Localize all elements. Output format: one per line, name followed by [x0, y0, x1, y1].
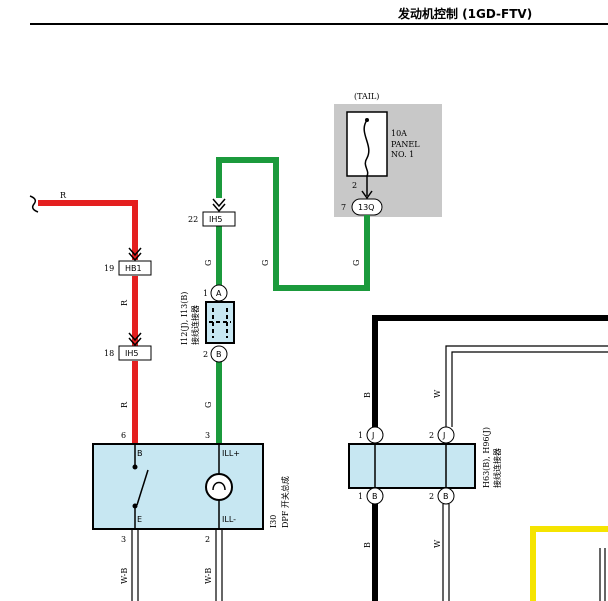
- junction-label-line2: 接线连接器: [190, 305, 200, 345]
- fuse-terminal-top: [365, 118, 369, 122]
- black-wire-label-upper: B: [363, 392, 372, 398]
- wb-label-left: W-B: [120, 568, 129, 584]
- right-junction-label-line1: H63(B), H96(J): [482, 427, 491, 488]
- connector-hb1: HB1 19: [104, 247, 152, 276]
- fuse-rating: 10A: [391, 129, 407, 138]
- right-junction-pin3: [366, 487, 384, 505]
- white-wire-upper-outer: [445, 345, 608, 427]
- fuse-block: (TAIL) 10A PANEL NO. 1 2 13Q 7: [334, 92, 442, 217]
- black-wire-upper: [372, 315, 608, 427]
- wb-label-right: W-B: [204, 568, 213, 584]
- fuse-name: (TAIL): [354, 92, 379, 101]
- connector-chevron-icon: [128, 247, 142, 262]
- red-wire-label-mid1: R: [120, 299, 129, 306]
- right-junction-pin1-letter: J: [371, 431, 374, 440]
- green-wire-label-3: G: [352, 260, 361, 266]
- switch-pin-illminus-label: ILL-: [222, 515, 236, 524]
- right-junction-pin1-number: 1: [358, 431, 363, 440]
- ground-wires: W-B W-B: [120, 529, 223, 601]
- right-junction-body: [348, 443, 476, 489]
- switch-pin-b-number: 6: [121, 431, 126, 440]
- right-junction-pin2: [437, 426, 455, 444]
- right-circuit: B W B W: [363, 315, 608, 601]
- green-wire-label-1: G: [204, 260, 213, 266]
- switch-lever-icon: [136, 469, 149, 506]
- fuse-element-icon: [363, 119, 370, 177]
- right-junction-pin2-number: 2: [429, 431, 434, 440]
- connector-ih5-upper-box: [202, 211, 236, 227]
- switch-contact-top: [132, 464, 138, 470]
- right-junction-pin4-number: 2: [429, 492, 434, 501]
- connector-hb1-name: HB1: [125, 264, 142, 273]
- switch-pin-e-number: 3: [121, 535, 126, 544]
- switch-body: [92, 443, 264, 530]
- red-wire-label-mid2: R: [120, 401, 129, 408]
- junction-pin-b-letter: B: [216, 350, 222, 359]
- junction-pin-a-number: 1: [203, 289, 208, 298]
- right-junction-pin4-letter: B: [443, 492, 449, 501]
- right-junction-pin1: [366, 426, 384, 444]
- fuse-arrow-icon: [361, 190, 373, 200]
- connector-hb1-box: [118, 260, 152, 276]
- switch-pin-illplus-label: ILL+: [222, 449, 240, 458]
- connector-chevron-icon: [212, 198, 226, 213]
- connector-ih5-lower-name: IH5: [125, 349, 138, 358]
- right-junction-pin2-letter: J: [442, 431, 445, 440]
- junction-connector: A 1 B 2 I12(J), I13(B) 接线连接器: [180, 284, 235, 363]
- switch-pin-e-letter: E: [137, 515, 142, 524]
- fuse-connector-name: 13Q: [358, 203, 374, 212]
- white-wire-label-upper: W: [433, 389, 442, 398]
- switch-pin-illminus-number: 2: [205, 535, 210, 544]
- page-title: 发动机控制 (1GD-FTV): [397, 6, 532, 21]
- green-wire-upper: [216, 157, 370, 291]
- connector-hb1-pin: 19: [104, 264, 114, 273]
- red-wire-label-top: R: [60, 191, 67, 200]
- connector-ih5-lower-pin: 18: [104, 349, 114, 358]
- connector-ih5-upper: IH5 22: [188, 198, 236, 227]
- wire-break-icon: [29, 195, 39, 213]
- fuse-connector-pin: 7: [341, 203, 346, 212]
- right-junction-pin3-letter: B: [372, 492, 378, 501]
- lamp-filament-icon: [212, 481, 226, 491]
- right-junction-pin4: [437, 487, 455, 505]
- right-junction-pin3-number: 1: [358, 492, 363, 501]
- switch-pin-illplus-number: 3: [205, 431, 210, 440]
- junction-label-line1: I12(J), I13(B): [180, 292, 189, 345]
- junction-pin-a-letter: A: [216, 289, 222, 298]
- switch-name: DPF 开关总成: [280, 476, 290, 528]
- lamp-bulb-icon: [205, 473, 233, 501]
- black-wire-label-lower: B: [363, 542, 372, 548]
- fuse-pin-number: 2: [352, 181, 357, 190]
- connector-ih5-lower-box: [118, 345, 152, 361]
- connector-ih5-upper-pin: 22: [188, 215, 198, 224]
- right-junction-connector: J 1 J 2 B 1 B 2 H63(B), H96(J) 接线连接器: [348, 426, 502, 505]
- right-junction-label-line2: 接线连接器: [492, 448, 502, 488]
- red-wire-upper: [38, 200, 138, 260]
- connector-ih5-lower: IH5 18: [104, 332, 152, 361]
- green-wire-circuit: G G G G: [204, 157, 370, 444]
- yellow-wire: [530, 526, 608, 601]
- switch-id: I30: [269, 515, 278, 528]
- switch-pin-b-letter: B: [137, 449, 143, 458]
- fuse-location-line1: PANEL: [391, 140, 420, 149]
- red-wire-circuit: R R R: [29, 191, 138, 444]
- dpf-switch-assembly: 6 3 B E ILL+ ILL- I30 DPF 开关总成 3 2: [92, 431, 290, 544]
- junction-pin-b-number: 2: [203, 350, 208, 359]
- junction-pin-b: [210, 345, 228, 363]
- white-wire-label-lower: W: [433, 539, 442, 548]
- white-wire-upper-inner: [451, 351, 608, 427]
- fuse-location-line2: NO. 1: [391, 150, 414, 159]
- connector-chevron-icon: [128, 332, 142, 347]
- connector-ih5-upper-name: IH5: [209, 215, 222, 224]
- green-wire-label-2: G: [261, 260, 270, 266]
- green-wire-label-4: G: [204, 402, 213, 408]
